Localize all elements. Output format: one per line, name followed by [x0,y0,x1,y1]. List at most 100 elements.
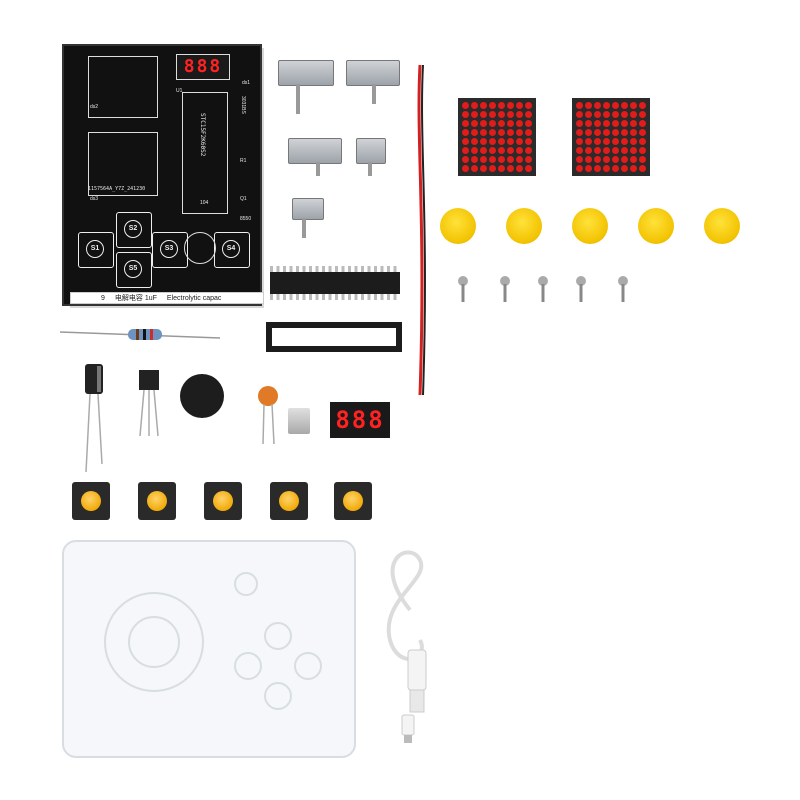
red-black-wire [417,64,426,396]
bracket-5-pin [302,218,306,238]
led-dot [639,111,646,118]
led-dot [498,120,505,127]
screw-5 [618,276,628,302]
acrylic-case [62,540,356,758]
pcb-pad-s1: S1 [78,232,114,268]
seven-segment-display: 888 [330,402,390,438]
led-dot [480,120,487,127]
pcb-pad-s5: S5 [116,252,152,288]
pcb-board: ds2 ds3 1157564A_Y7Z_241230 888 ds1 U1 S… [62,44,262,306]
led-dot [639,165,646,172]
led-dot [630,129,637,136]
tactile-switch-1 [72,482,110,520]
led-dot [585,147,592,154]
led-dot [621,138,628,145]
led-dot [639,147,646,154]
led-matrix-1 [458,98,536,176]
led-dot [489,138,496,145]
led-dot [471,111,478,118]
pcb-bottom-strip: 9 电解电容 1uF Electrolytic capac [70,292,264,304]
case-hole-1 [234,572,258,596]
led-dot [576,111,583,118]
led-dot [594,165,601,172]
led-dot [516,165,523,172]
led-dot [507,129,514,136]
led-dot [612,102,619,109]
led-dot [507,165,514,172]
pcb-transistor-text: 8550 [240,216,252,222]
led-dot [489,111,496,118]
led-dot [630,147,637,154]
led-dot [621,147,628,154]
case-hole-5 [234,652,262,680]
battery-bracket-5 [292,198,324,220]
case-speaker-inner [128,616,180,668]
led-dot [462,138,469,145]
led-dot [480,156,487,163]
case-speaker-grill [104,592,204,692]
led-dot [630,165,637,172]
led-dot [603,165,610,172]
led-dot [612,111,619,118]
led-dot [525,111,532,118]
bracket-2-pin [372,84,376,104]
led-dot [498,102,505,109]
led-dot [639,129,646,136]
led-dot [630,102,637,109]
electrolytic-capacitor [85,364,103,473]
led-dot [480,111,487,118]
led-dot [462,111,469,118]
micro-usb-connector [288,408,310,434]
led-dot [639,102,646,109]
led-matrix-2 [572,98,650,176]
led-dot [594,147,601,154]
led-dot [480,165,487,172]
led-dot [471,156,478,163]
yellow-button-cap-3 [572,208,608,244]
led-dot [576,147,583,154]
led-dot [603,156,610,163]
led-dot [585,102,592,109]
yellow-button-cap-4 [638,208,674,244]
led-dot [612,165,619,172]
led-dot [471,102,478,109]
led-dot [576,165,583,172]
led-dot [489,120,496,127]
led-dot [516,102,523,109]
mcu-chip-pins-bottom [270,294,400,300]
led-dot [525,165,532,172]
pcb-button-s5: S5 [124,260,142,278]
led-dot [585,129,592,136]
bracket-4-pin [368,162,372,176]
led-dot [507,147,514,154]
led-dot [462,120,469,127]
screw-1 [458,276,468,302]
led-dot [630,156,637,163]
pcb-button-s3: S3 [160,240,178,258]
tactile-knob-5 [343,491,363,511]
led-dot [630,120,637,127]
pcb-mcu-outline: STC15F2K60S2 [182,92,228,214]
led-dot [576,129,583,136]
led-dot [525,102,532,109]
battery-bracket-4 [356,138,386,164]
pcb-label-ds1: ds1 [242,80,251,86]
tactile-knob-4 [279,491,299,511]
led-dot [489,102,496,109]
led-dot [462,147,469,154]
yellow-button-cap-5 [704,208,740,244]
led-dot [594,102,601,109]
case-hole-2 [264,622,292,650]
led-dot [480,138,487,145]
strip-capacitor-en: Electrolytic capac [166,295,222,302]
led-dot [462,165,469,172]
led-dot [621,102,628,109]
tactile-switch-4 [270,482,308,520]
pcb-button-s4: S4 [222,240,240,258]
tactile-switch-3 [204,482,242,520]
mcu-chip-pins-top [270,266,400,272]
led-dot [498,111,505,118]
led-dot [621,129,628,136]
led-dot [594,138,601,145]
led-dot [489,129,496,136]
